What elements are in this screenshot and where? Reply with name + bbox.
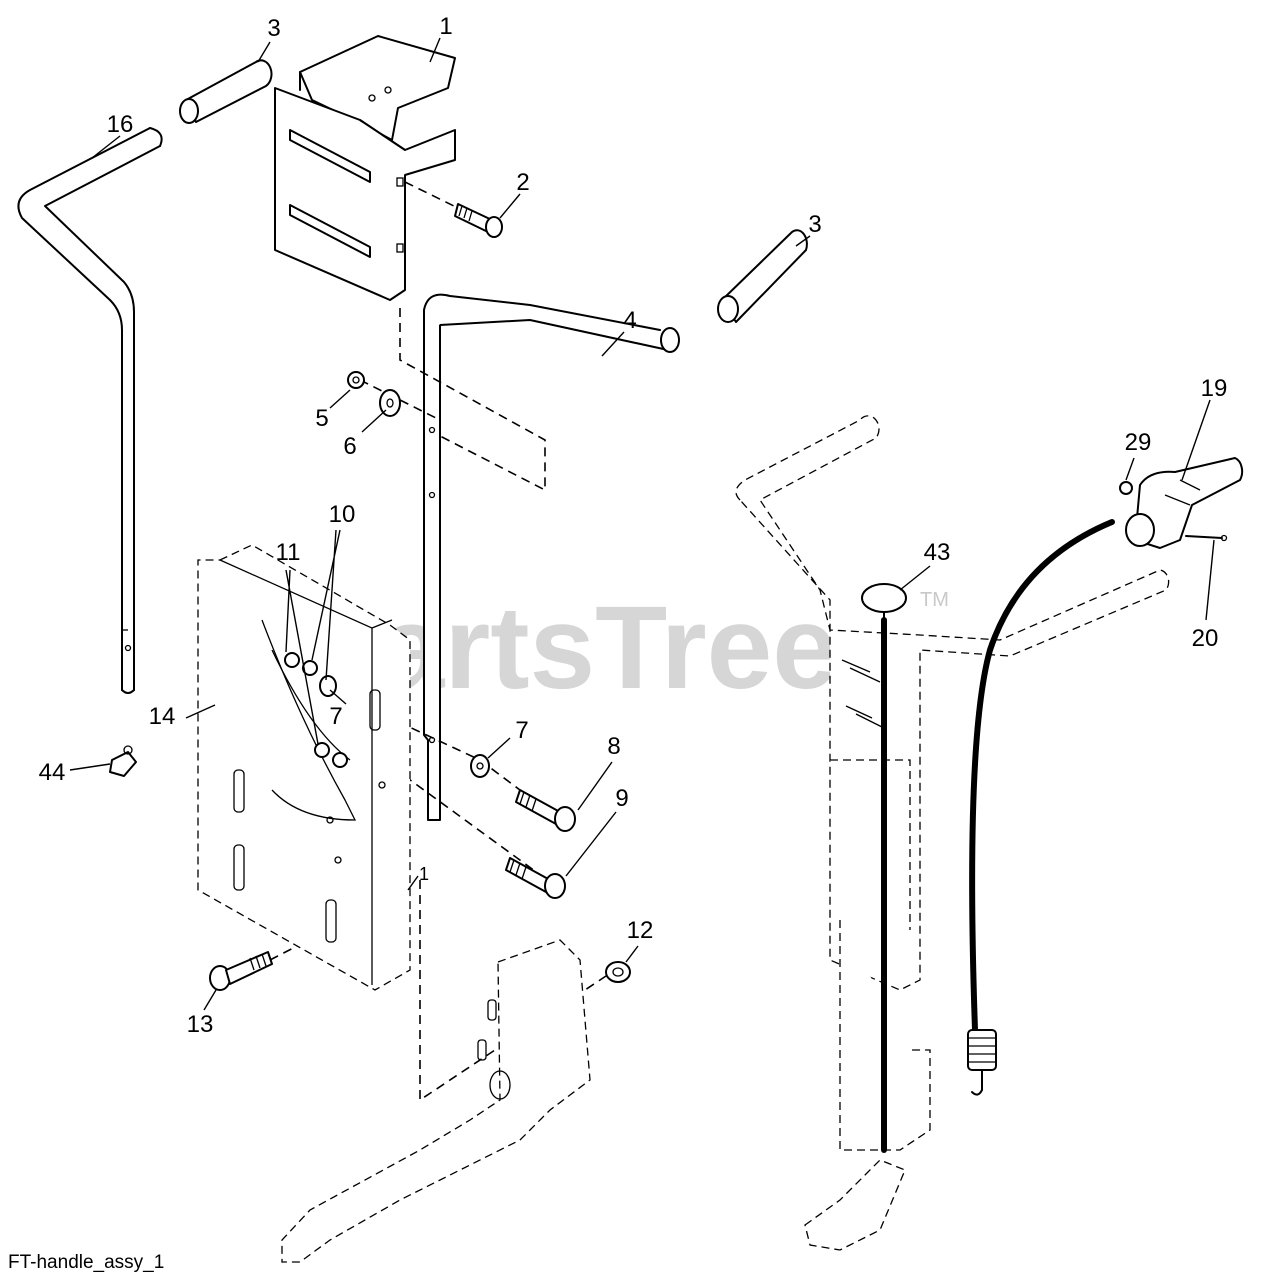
- leader-lines: [69, 37, 1215, 1011]
- bolt-part-9[interactable]: [505, 857, 566, 899]
- diagram-caption: FT-handle_assy_1: [8, 1252, 164, 1273]
- callout-12: 12: [627, 917, 654, 944]
- frame-phantom: [281, 939, 591, 1263]
- callout-20: 20: [1192, 625, 1219, 652]
- screw-part-2[interactable]: [404, 181, 503, 238]
- callout-3-left: 3: [267, 15, 280, 42]
- clip-part-29[interactable]: [1119, 481, 1133, 495]
- bolt-part-13[interactable]: [209, 951, 273, 991]
- callout-9: 9: [615, 785, 628, 812]
- callout-1-lower: 1: [419, 864, 429, 884]
- callout-16: 16: [107, 111, 134, 138]
- callout-6: 6: [343, 433, 356, 460]
- callout-10: 10: [329, 501, 356, 528]
- throttle-cable[interactable]: [967, 519, 1115, 1096]
- callout-29: 29: [1125, 429, 1152, 456]
- callout-14: 14: [149, 703, 176, 730]
- knob-part-43[interactable]: [861, 583, 907, 1153]
- watermark-trademark: TM: [920, 589, 949, 611]
- callout-2: 2: [516, 169, 529, 196]
- bolt-part-8[interactable]: [515, 789, 576, 832]
- grip-right[interactable]: [717, 229, 808, 323]
- callout-43: 43: [924, 539, 951, 566]
- nut-part-5[interactable]: [347, 371, 365, 389]
- grip-left[interactable]: [179, 59, 273, 124]
- callout-5: 5: [315, 405, 328, 432]
- callout-13: 13: [187, 1011, 214, 1038]
- callout-8: 8: [607, 733, 620, 760]
- right-handle-phantom: [735, 415, 1170, 1251]
- handle-bracket-panel[interactable]: [274, 35, 456, 301]
- nut-part-12[interactable]: [605, 961, 631, 983]
- pin-part-20[interactable]: [1185, 534, 1228, 542]
- callout-7-inner: 7: [329, 703, 342, 730]
- lower-bracket-plate[interactable]: [197, 544, 411, 991]
- main-handle[interactable]: [423, 293, 680, 821]
- callout-11: 11: [276, 539, 301, 566]
- clip-part-44[interactable]: [109, 745, 137, 777]
- callout-labels: 1 3 16 2 3 4 5 6 10 11 14 7 7 44 8 9 1 1…: [39, 13, 1228, 1038]
- callout-44: 44: [39, 759, 66, 786]
- callout-1: 1: [439, 13, 452, 40]
- washer-part-6[interactable]: [379, 389, 401, 417]
- callout-4: 4: [623, 307, 636, 334]
- washer-part-7[interactable]: [470, 754, 490, 778]
- handle-tube-left[interactable]: [17, 127, 163, 694]
- throttle-lever-part-19[interactable]: [1125, 457, 1244, 549]
- callout-19: 19: [1201, 375, 1228, 402]
- callout-7-outer: 7: [515, 717, 528, 744]
- callout-3-right: 3: [808, 211, 821, 238]
